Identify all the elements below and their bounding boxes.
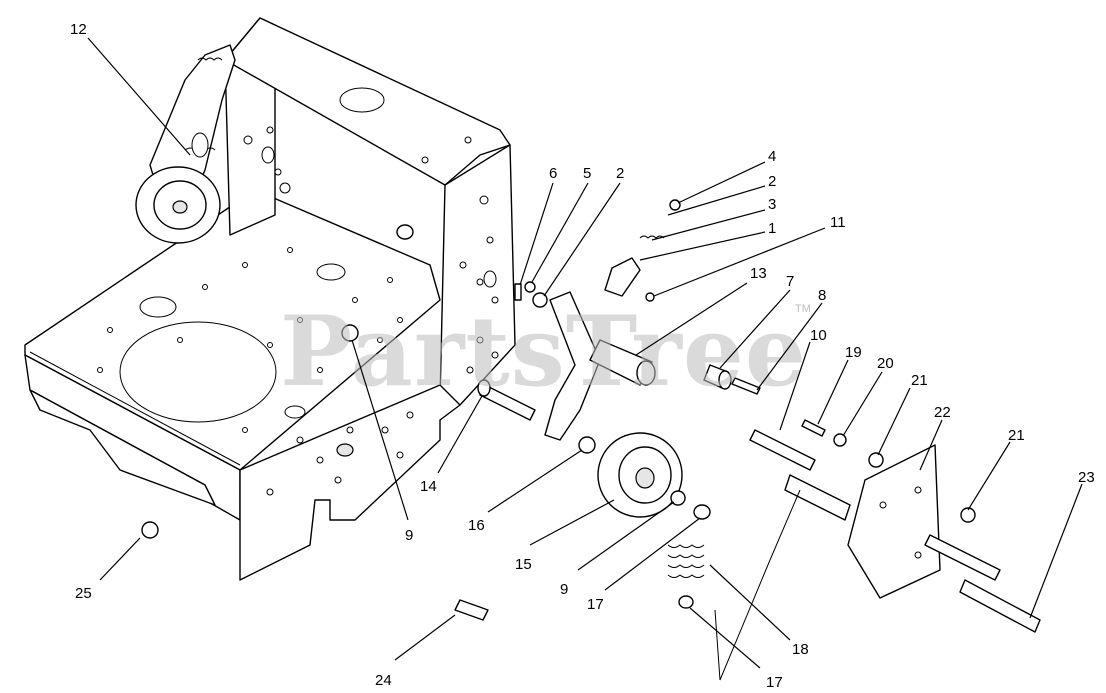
callout-17: 17 bbox=[766, 674, 783, 691]
callout-12: 12 bbox=[70, 21, 87, 38]
callout-14: 14 bbox=[420, 478, 437, 495]
callout-2: 2 bbox=[768, 173, 776, 190]
callout-16: 16 bbox=[468, 517, 485, 534]
callout-9: 9 bbox=[560, 581, 568, 598]
callout-21: 21 bbox=[911, 372, 928, 389]
callout-24: 24 bbox=[375, 672, 392, 689]
callout-11: 11 bbox=[830, 214, 846, 231]
side-plate-holes bbox=[266, 411, 414, 496]
callout-4: 4 bbox=[768, 148, 776, 165]
callout-5: 5 bbox=[583, 165, 591, 182]
callout-20: 20 bbox=[877, 355, 894, 372]
frame-assembly bbox=[24, 17, 516, 581]
callout-19: 19 bbox=[845, 344, 862, 361]
callout-7: 7 bbox=[786, 273, 794, 290]
callout-25: 25 bbox=[75, 585, 92, 602]
callout-23: 23 bbox=[1078, 469, 1095, 486]
callout-17: 17 bbox=[587, 596, 604, 613]
watermark-trademark: TM bbox=[795, 303, 811, 315]
deck-fastener-holes bbox=[97, 247, 403, 433]
callout-labels: 12 6 5 2 4 2 3 1 11 13 7 8 10 19 20 21 2… bbox=[70, 21, 1095, 691]
watermark-text: PartsTree bbox=[280, 295, 807, 408]
leader-lines bbox=[87, 37, 1083, 669]
callout-10: 10 bbox=[810, 327, 827, 344]
callout-9: 9 bbox=[405, 527, 413, 544]
callout-13: 13 bbox=[750, 265, 767, 282]
left-idler-assembly bbox=[135, 44, 236, 244]
callout-1: 1 bbox=[768, 220, 776, 237]
shaft-hardware bbox=[141, 199, 1041, 681]
callout-15: 15 bbox=[515, 556, 532, 573]
callout-8: 8 bbox=[818, 287, 826, 304]
wall-fastener-holes bbox=[243, 126, 499, 394]
callout-21: 21 bbox=[1008, 427, 1025, 444]
callout-2: 2 bbox=[616, 165, 624, 182]
callout-6: 6 bbox=[549, 165, 557, 182]
callout-18: 18 bbox=[792, 641, 809, 658]
callout-3: 3 bbox=[768, 196, 776, 213]
callout-22: 22 bbox=[934, 404, 951, 421]
